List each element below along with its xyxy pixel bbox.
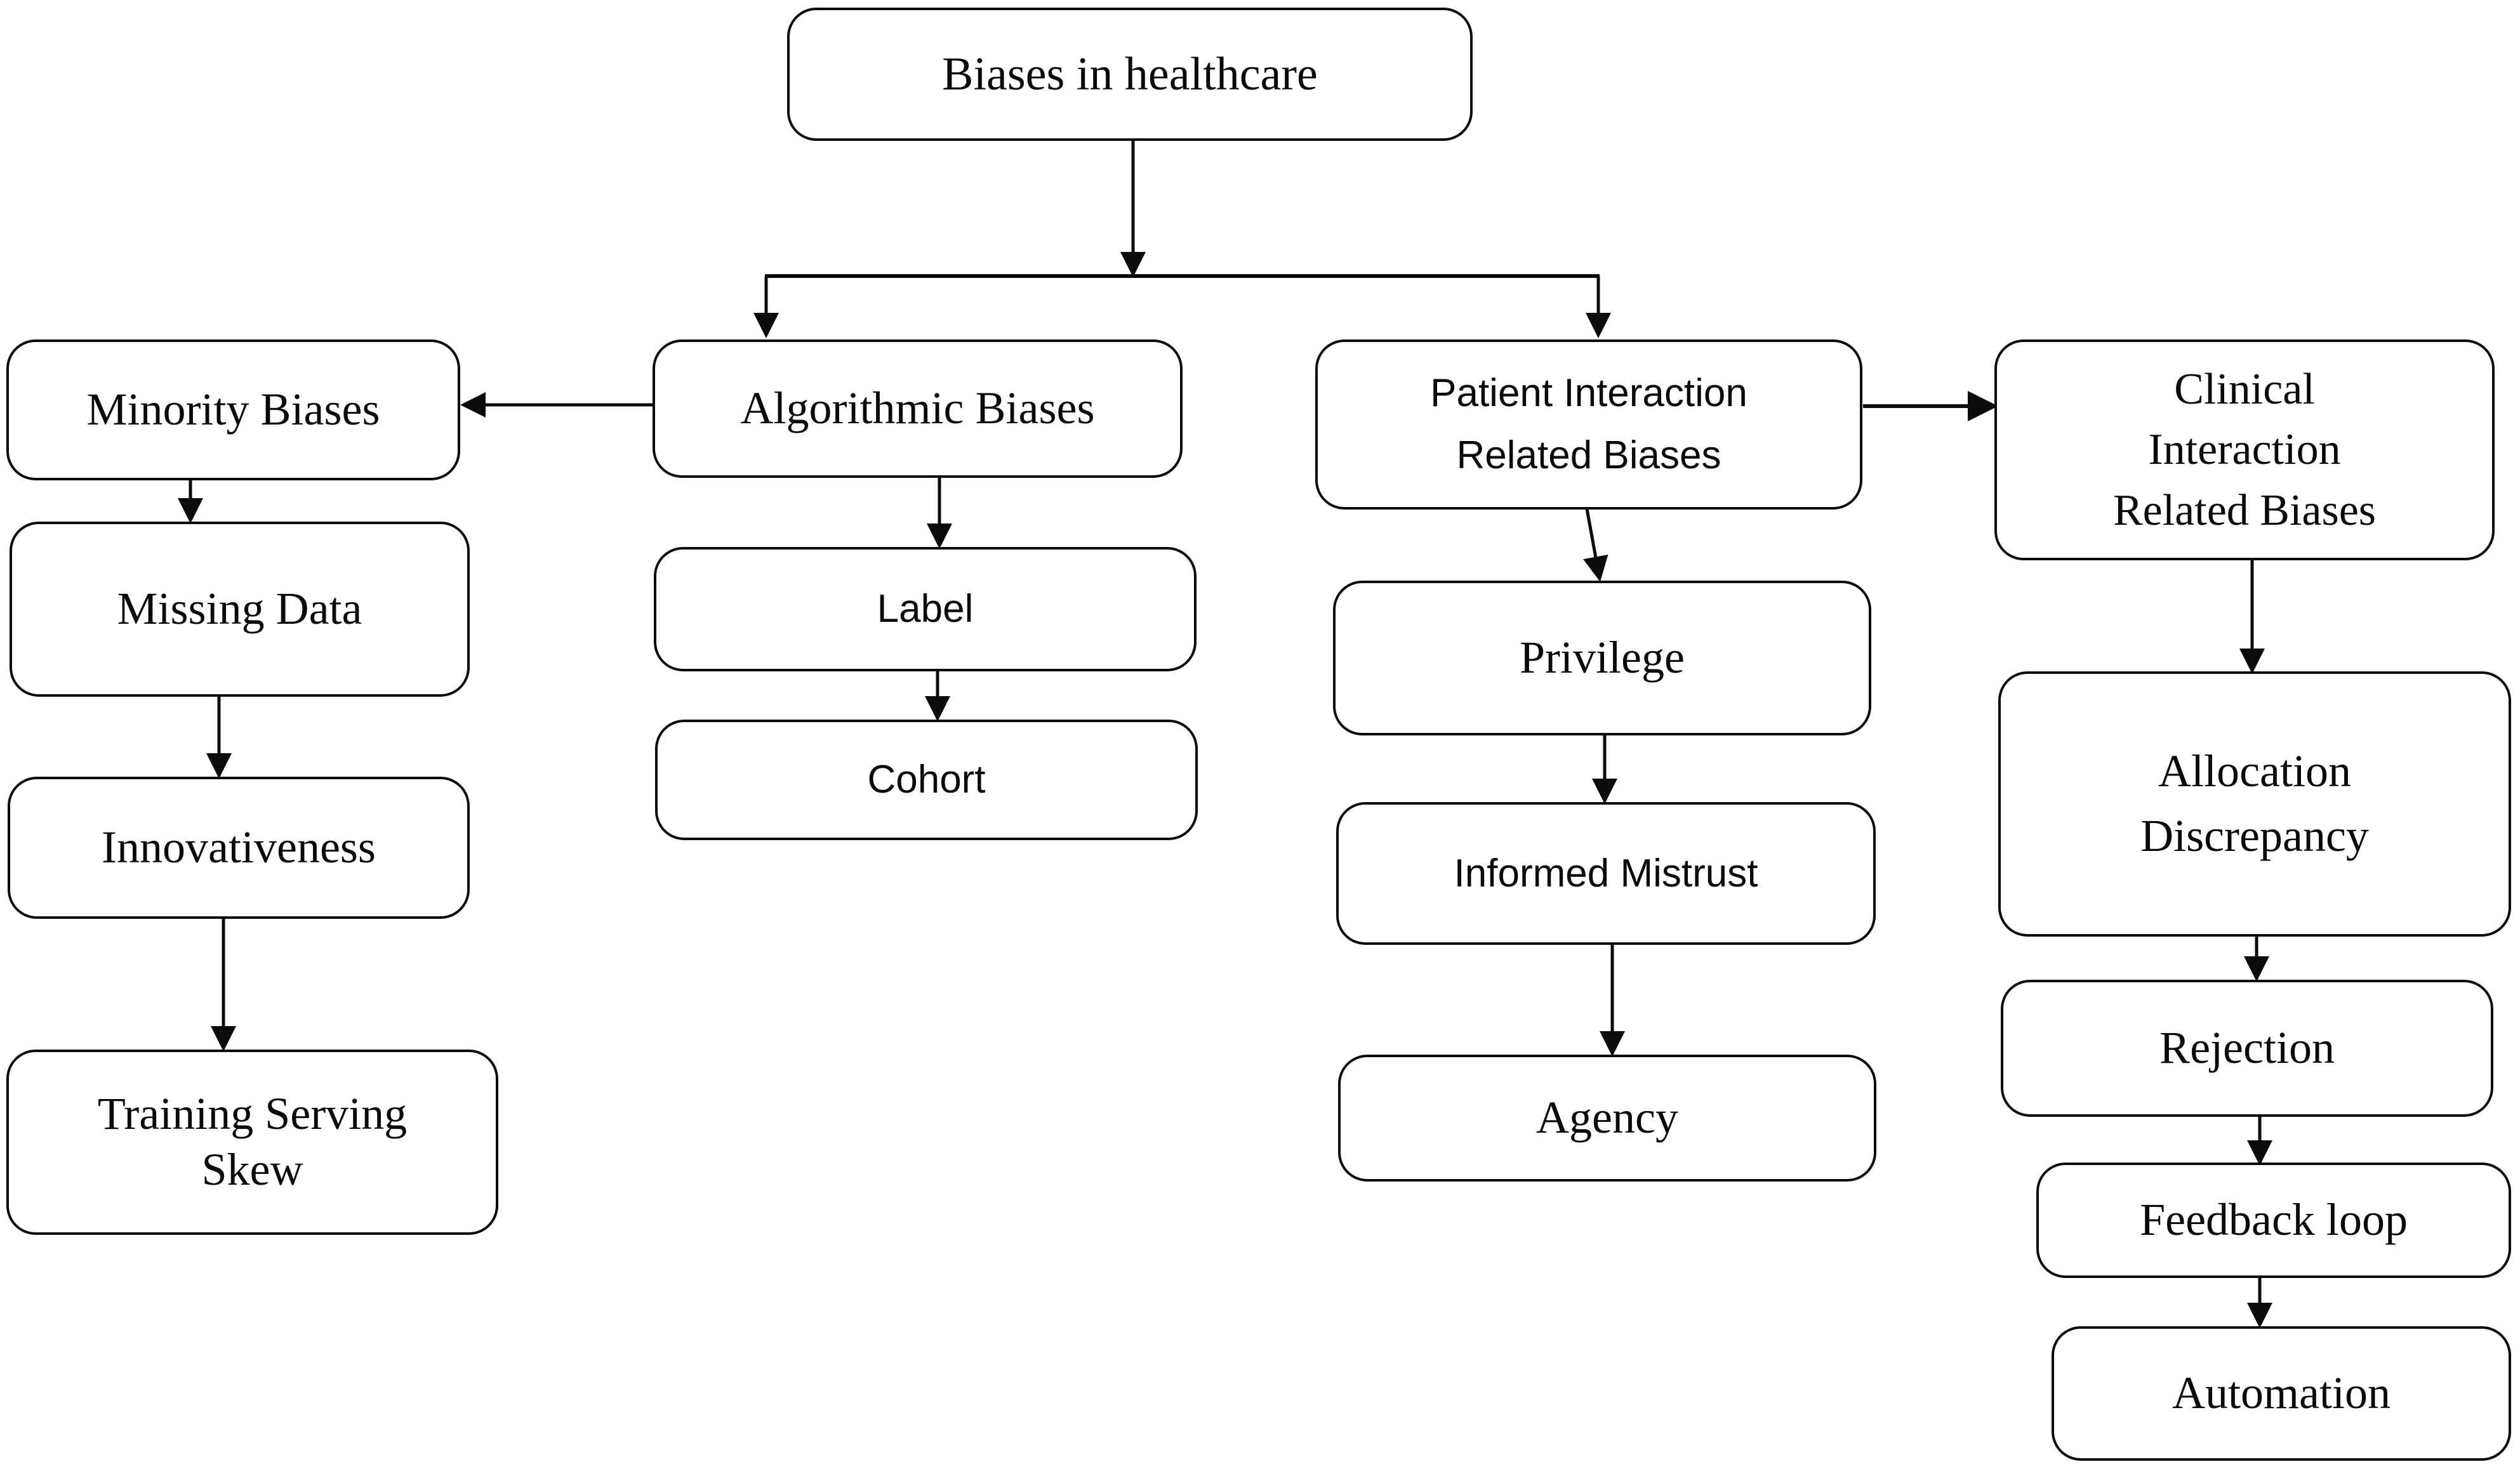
node-privilege[interactable]: Privilege: [1333, 581, 1871, 735]
node-innovativeness[interactable]: Innovativeness: [8, 777, 470, 919]
node-training-serving-skew[interactable]: Training Serving Skew: [6, 1050, 498, 1235]
node-label[interactable]: Label: [654, 547, 1197, 671]
node-patient-interaction-line1: Patient Interaction: [1430, 371, 1747, 416]
node-cohort[interactable]: Cohort: [655, 720, 1198, 840]
node-training-serving-skew-line1: Training Serving: [97, 1088, 408, 1140]
node-clinical-interaction-line2: Interaction: [2148, 425, 2341, 475]
node-privilege-label: Privilege: [1520, 632, 1685, 683]
node-clinical-interaction-line1: Clinical: [2174, 364, 2315, 414]
node-agency[interactable]: Agency: [1338, 1055, 1876, 1182]
node-allocation-discrepancy-line2: Discrepancy: [2140, 810, 2369, 861]
node-allocation-discrepancy-line1: Allocation: [2158, 746, 2351, 797]
node-algorithmic-biases[interactable]: Algorithmic Biases: [653, 339, 1183, 478]
node-minority-biases[interactable]: Minority Biases: [6, 339, 460, 480]
node-patient-interaction-line2: Related Biases: [1456, 433, 1721, 477]
node-root[interactable]: Biases in healthcare: [787, 8, 1473, 141]
node-label-text: Label: [877, 587, 974, 631]
node-clinical-interaction-biases[interactable]: Clinical Interaction Related Biases: [1994, 339, 2495, 560]
node-clinical-interaction-line3: Related Biases: [2112, 485, 2377, 535]
edge-patient-to-privilege: [1583, 508, 1608, 582]
node-missing-data[interactable]: Missing Data: [10, 522, 470, 697]
node-informed-mistrust-label: Informed Mistrust: [1454, 851, 1758, 895]
node-automation-label: Automation: [2172, 1367, 2391, 1419]
node-rejection[interactable]: Rejection: [2001, 980, 2493, 1117]
node-allocation-discrepancy[interactable]: Allocation Discrepancy: [1998, 671, 2511, 937]
node-cohort-label: Cohort: [867, 758, 986, 802]
node-innovativeness-label: Innovativeness: [102, 822, 376, 873]
node-root-label: Biases in healthcare: [942, 48, 1318, 100]
node-informed-mistrust[interactable]: Informed Mistrust: [1336, 802, 1876, 945]
node-feedback-loop[interactable]: Feedback loop: [2036, 1163, 2511, 1278]
node-agency-label: Agency: [1536, 1092, 1678, 1143]
node-algorithmic-biases-label: Algorithmic Biases: [740, 383, 1095, 434]
node-feedback-loop-label: Feedback loop: [2140, 1194, 2408, 1246]
node-training-serving-skew-line2: Skew: [201, 1144, 303, 1195]
node-rejection-label: Rejection: [2159, 1022, 2335, 1074]
node-patient-interaction-biases[interactable]: Patient Interaction Related Biases: [1315, 339, 1862, 510]
node-minority-biases-label: Minority Biases: [86, 384, 380, 435]
node-automation[interactable]: Automation: [2052, 1326, 2511, 1461]
node-missing-data-label: Missing Data: [117, 583, 362, 635]
